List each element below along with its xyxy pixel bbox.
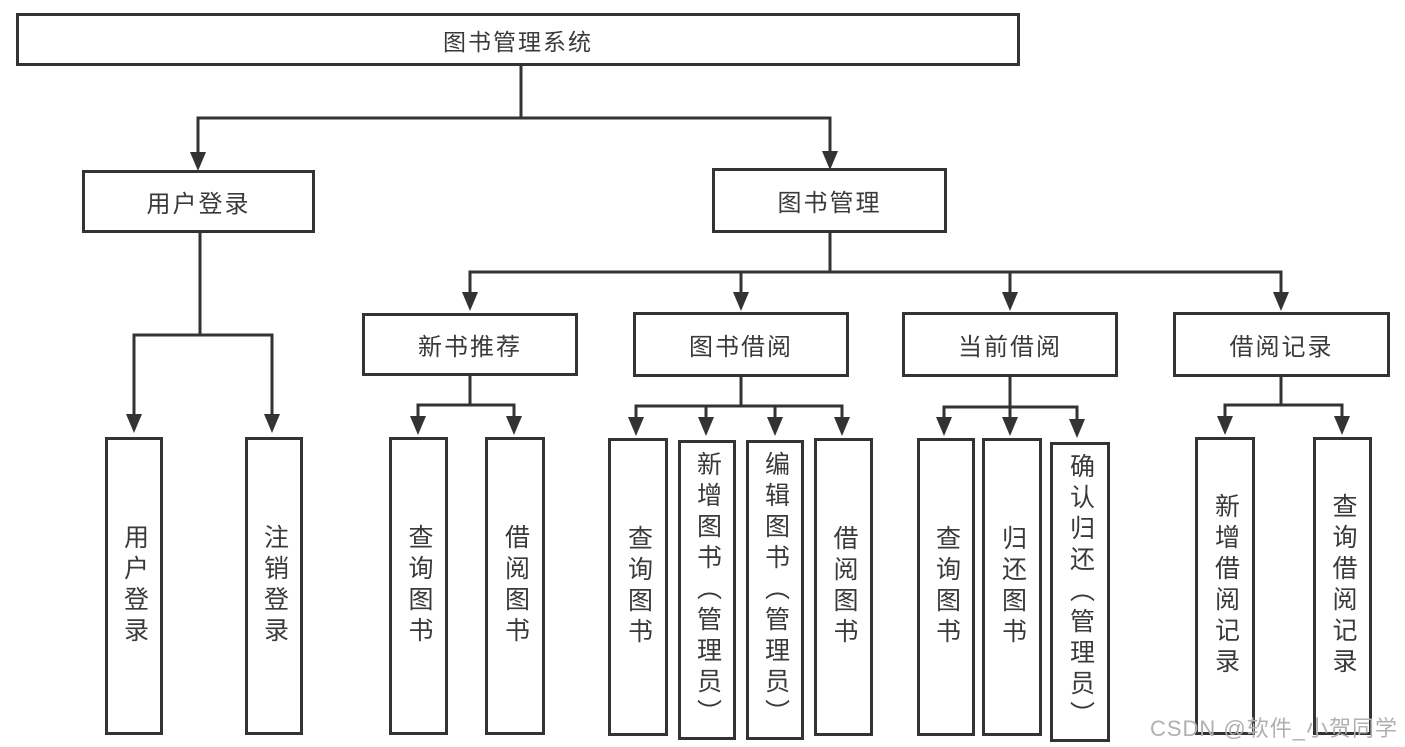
leaf-logout-label: 注销登录 <box>260 524 289 648</box>
leaf-borrow-books-2: 借阅图书 <box>814 438 873 736</box>
leaf-query-books-2-label: 查询图书 <box>624 525 653 649</box>
leaf-edit-book-admin-label: 编辑图书（管理员） <box>761 450 790 730</box>
leaf-user-login-label: 用户登录 <box>120 524 149 648</box>
leaf-user-login: 用户登录 <box>105 437 163 735</box>
node-user-login: 用户登录 <box>82 170 315 233</box>
leaf-return-book-label: 归还图书 <box>998 525 1027 649</box>
leaf-query-books-2: 查询图书 <box>608 438 668 736</box>
node-book-management: 图书管理 <box>712 168 947 233</box>
leaf-logout: 注销登录 <box>245 437 303 735</box>
node-new-book-recommend-label: 新书推荐 <box>418 334 522 361</box>
node-new-book-recommend: 新书推荐 <box>362 313 578 376</box>
node-borrow-records: 借阅记录 <box>1173 312 1390 377</box>
leaf-query-books-1: 查询图书 <box>389 437 448 735</box>
leaf-confirm-return-admin: 确认归还（管理员） <box>1050 442 1110 742</box>
node-book-borrow-label: 图书借阅 <box>689 334 793 361</box>
leaf-add-book-admin-label: 新增图书（管理员） <box>693 450 722 730</box>
leaf-query-books-3: 查询图书 <box>917 438 975 736</box>
node-current-borrow-label: 当前借阅 <box>958 334 1062 361</box>
leaf-query-borrow-record-label: 查询借阅记录 <box>1329 493 1357 679</box>
leaf-borrow-books-1: 借阅图书 <box>485 437 545 735</box>
leaf-query-books-1-label: 查询图书 <box>405 524 433 648</box>
node-book-borrow: 图书借阅 <box>633 312 849 377</box>
node-book-management-label: 图书管理 <box>777 190 882 217</box>
leaf-add-borrow-record-label: 新增借阅记录 <box>1211 493 1240 679</box>
leaf-edit-book-admin: 编辑图书（管理员） <box>746 440 804 740</box>
watermark: CSDN @软件_小贺同学 <box>1149 716 1398 741</box>
node-user-login-label: 用户登录 <box>146 191 251 218</box>
leaf-add-borrow-record: 新增借阅记录 <box>1195 437 1255 735</box>
node-root-label: 图书管理系统 <box>443 28 593 55</box>
leaf-query-books-3-label: 查询图书 <box>932 525 961 649</box>
node-current-borrow: 当前借阅 <box>902 312 1118 377</box>
leaf-confirm-return-admin-label: 确认归还（管理员） <box>1066 452 1095 732</box>
node-root: 图书管理系统 <box>16 13 1020 66</box>
leaf-add-book-admin: 新增图书（管理员） <box>678 440 736 740</box>
node-borrow-records-label: 借阅记录 <box>1229 334 1334 361</box>
arrowheads <box>126 151 1350 438</box>
leaf-borrow-books-2-label: 借阅图书 <box>830 525 858 649</box>
leaf-query-borrow-record: 查询借阅记录 <box>1313 437 1372 735</box>
leaf-return-book: 归还图书 <box>982 438 1042 736</box>
leaf-borrow-books-1-label: 借阅图书 <box>501 524 530 648</box>
